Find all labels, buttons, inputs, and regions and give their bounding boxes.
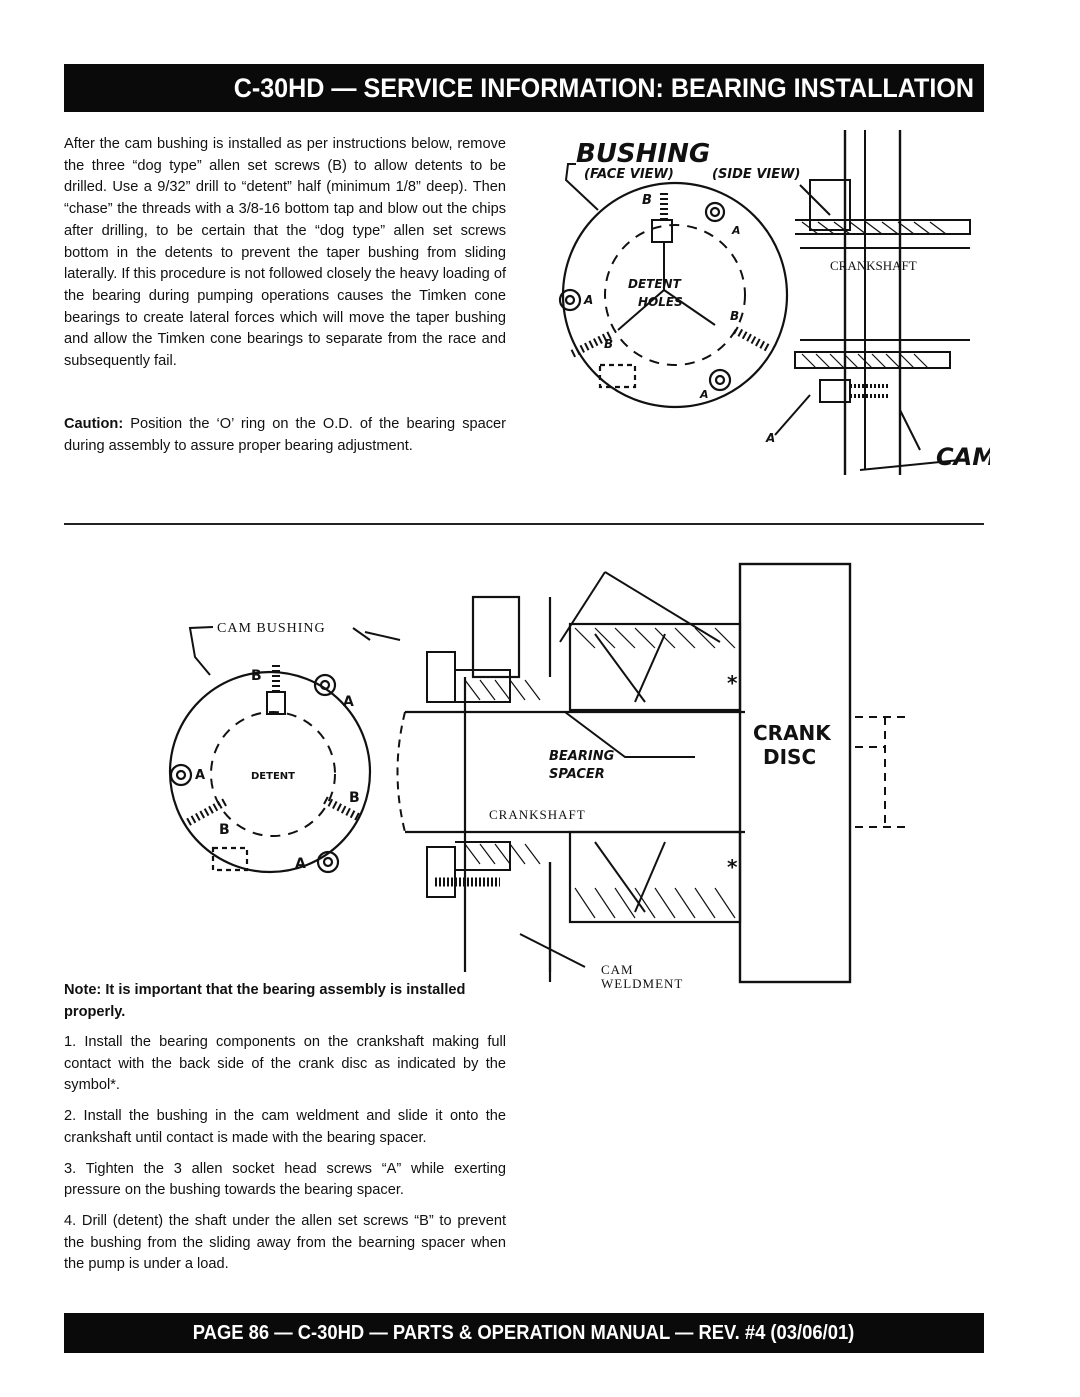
face-view-label: (FACE VIEW)	[584, 167, 674, 182]
crank-label: CRANK	[753, 721, 832, 745]
bearing-label: BEARING	[549, 749, 615, 764]
holes-label: HOLES	[638, 295, 683, 309]
caution-text: Position the ‘O’ ring on the O.D. of the…	[64, 416, 506, 454]
fig2-label-a-top: A	[343, 694, 354, 710]
crankshaft-label-2: CRANKSHAFT	[489, 807, 586, 822]
page-title: C-30HD — SERVICE INFORMATION: BEARING IN…	[233, 72, 974, 103]
fig2-label-b-top: B	[251, 668, 262, 684]
contact-symbol-bottom: *	[727, 855, 738, 879]
page-title-bar: C-30HD — SERVICE INFORMATION: BEARING IN…	[64, 64, 984, 112]
bushing-title: BUSHING	[576, 139, 710, 169]
step-1: 1. Install the bearing components on the…	[64, 1034, 506, 1094]
fig2-label-b-bottom: B	[219, 822, 230, 838]
label-a-side: A	[765, 431, 775, 445]
weldment-label: WELDMENT	[601, 976, 683, 991]
bushing-diagram: BUSHING (FACE VIEW) (SIDE VIEW) DETENT H…	[558, 130, 990, 475]
disc-label: DISC	[763, 745, 816, 769]
fig2-label-a-bottom: A	[295, 856, 306, 872]
step-3: 3. Tighten the 3 allen socket head screw…	[64, 1160, 506, 1199]
caution-label: Caution:	[64, 416, 124, 432]
cam-bushing-label: CAM BUSHING	[217, 621, 326, 636]
detent-label: DETENT	[628, 277, 682, 291]
side-view-label: (SIDE VIEW)	[712, 167, 800, 182]
label-b-top: B	[642, 193, 652, 208]
step-2: 2. Install the bushing in the cam weldme…	[64, 1108, 506, 1146]
cam-bushing-face-outer	[168, 670, 372, 874]
detent-label-2: DETENT	[251, 771, 295, 782]
bearing-assembly-diagram: CAM BUSHING DETENT BEARING SPACER CRANKS…	[168, 562, 905, 991]
crankshaft-label: CRANKSHAFT	[830, 258, 917, 273]
cam-label-2: CAM	[601, 962, 634, 977]
bushing-face-outer	[561, 181, 789, 409]
page-footer: PAGE 86 — C-30HD — PARTS & OPERATION MAN…	[193, 1321, 855, 1344]
fig2-label-a-left: A	[195, 768, 205, 783]
page-footer-bar: PAGE 86 — C-30HD — PARTS & OPERATION MAN…	[64, 1313, 984, 1353]
contact-symbol-top: *	[727, 671, 738, 695]
step-4: 4. Drill (detent) the shaft under the al…	[64, 1212, 506, 1273]
section-divider	[64, 523, 984, 525]
spacer-label: SPACER	[549, 767, 605, 782]
note-text: Note: It is important that the bearing a…	[64, 982, 466, 1020]
caution-paragraph: Caution: Position the ‘O’ ring on the O.…	[64, 414, 506, 457]
label-b-bottom: B	[604, 337, 613, 351]
label-b-right: B	[730, 309, 739, 323]
label-a-bottom: A	[699, 388, 709, 401]
installation-steps: 1. Install the bearing components on the…	[64, 1032, 506, 1285]
bushing-face-inner	[604, 224, 746, 366]
cam-label: CAM	[936, 443, 990, 471]
intro-paragraph: After the cam bushing is installed as pe…	[64, 136, 506, 370]
fig2-label-b-right: B	[349, 790, 360, 806]
label-a-top: A	[731, 224, 741, 237]
label-a-left: A	[583, 293, 593, 307]
